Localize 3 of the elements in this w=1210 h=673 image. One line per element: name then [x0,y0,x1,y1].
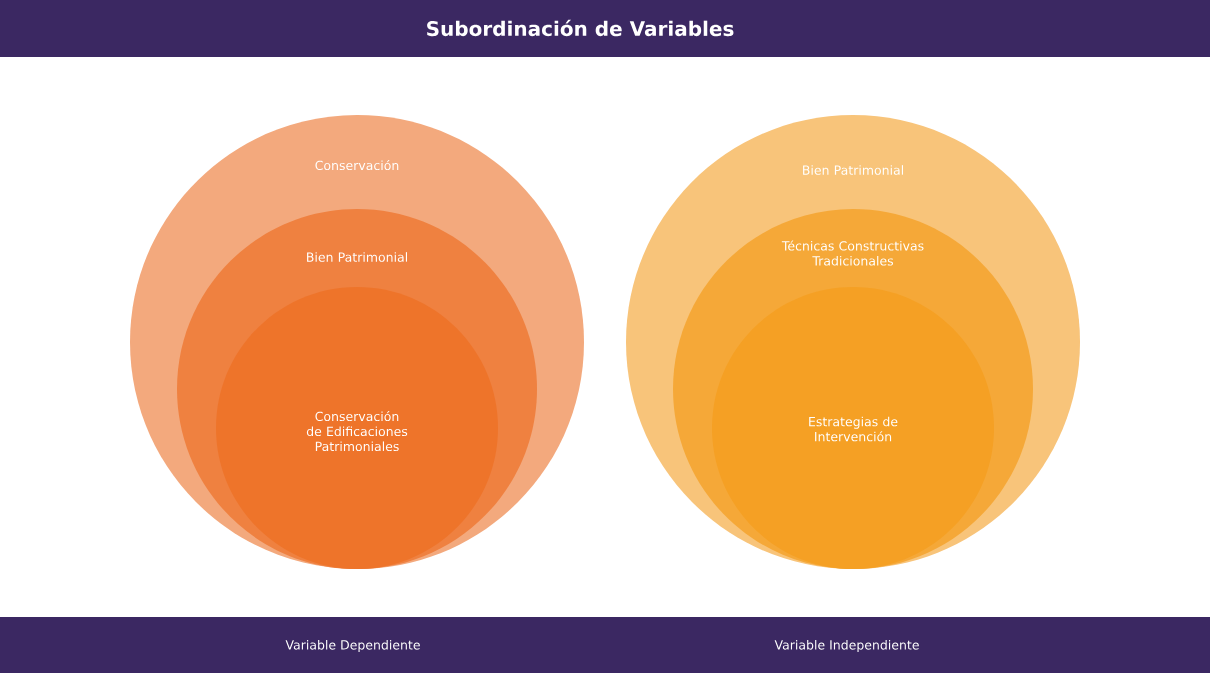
footer-label: Variable Independiente [774,639,919,653]
footer-label: Variable Dependiente [285,639,420,653]
title-banner: Subordinación de Variables [0,0,1210,57]
